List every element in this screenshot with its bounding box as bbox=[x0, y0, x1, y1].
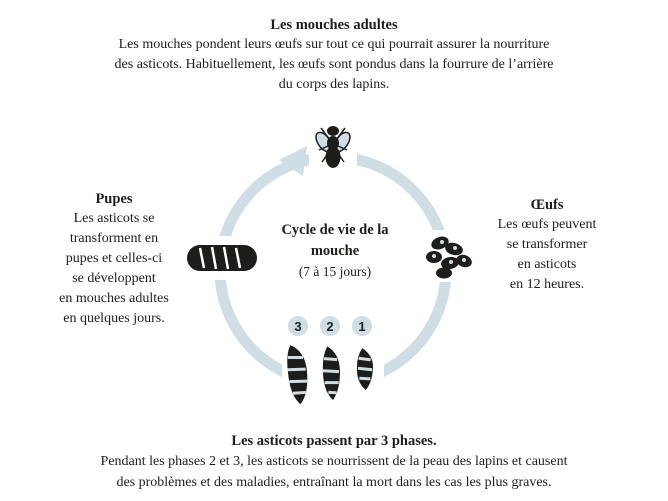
pupae-title: Pupes bbox=[95, 191, 133, 207]
pupae-section: Pupes Les asticots se transforment en pu… bbox=[24, 190, 204, 329]
pupae-text: Les asticots se transforment en pupes et… bbox=[24, 209, 204, 329]
eggs-text: Les œufs peuvent se transformer en astic… bbox=[462, 215, 632, 295]
eggs-line: en 12 heures. bbox=[509, 277, 585, 292]
phase-badge-2: 2 bbox=[320, 316, 340, 336]
phase-badge-label: 1 bbox=[358, 319, 365, 334]
cycle-center-label: Cycle de vie de la mouche (7 à 15 jours) bbox=[260, 220, 410, 282]
adult-flies-line: des asticots. Habituellement, les œufs s… bbox=[114, 57, 554, 72]
pupae-line: transforment en bbox=[69, 231, 159, 246]
pupa-icon bbox=[187, 245, 257, 271]
adult-flies-line: du corps des lapins. bbox=[278, 77, 390, 92]
phase-badges: 3 2 1 bbox=[288, 316, 372, 336]
eggs-title: Œufs bbox=[530, 197, 564, 213]
larva-icon bbox=[322, 346, 340, 401]
eggs-icon bbox=[426, 236, 472, 279]
cycle-title-line: Cycle de vie de la bbox=[281, 222, 389, 238]
phase-badge-1: 1 bbox=[352, 316, 372, 336]
eggs-line: en asticots bbox=[517, 257, 577, 272]
adult-flies-section: Les mouches adultes Les mouches pondent … bbox=[40, 16, 628, 95]
phase-badge-label: 3 bbox=[294, 319, 301, 334]
larvae-line: Pendant les phases 2 et 3, les asticots … bbox=[100, 454, 568, 469]
adult-flies-title: Les mouches adultes bbox=[270, 17, 398, 33]
phase-badge-3: 3 bbox=[288, 316, 308, 336]
adult-flies-line: Les mouches pondent leurs œufs sur tout … bbox=[118, 37, 550, 52]
cycle-arrow bbox=[279, 146, 307, 176]
eggs-section: Œufs Les œufs peuvent se transformer en … bbox=[462, 196, 632, 295]
larva-icon bbox=[356, 348, 373, 391]
pupae-line: se développent bbox=[72, 271, 156, 286]
cycle-title: Cycle de vie de la mouche bbox=[260, 220, 410, 262]
fly-icon bbox=[315, 126, 351, 168]
pupae-line: Les asticots se bbox=[73, 211, 155, 226]
adult-flies-text: Les mouches pondent leurs œufs sur tout … bbox=[40, 35, 628, 95]
pupae-line: en quelques jours. bbox=[63, 311, 165, 326]
eggs-line: Les œufs peuvent bbox=[497, 217, 597, 232]
larvae-text: Pendant les phases 2 et 3, les asticots … bbox=[30, 451, 638, 493]
larva-icon bbox=[287, 345, 308, 405]
pupae-line: en mouches adultes bbox=[59, 291, 169, 306]
eggs-line: se transformer bbox=[506, 237, 588, 252]
phase-badge-label: 2 bbox=[326, 319, 333, 334]
larvae-section: Les asticots passent par 3 phases. Penda… bbox=[30, 432, 638, 493]
larvae-line: des problèmes et des maladies, entraînan… bbox=[116, 475, 552, 490]
larvae-title: Les asticots passent par 3 phases. bbox=[231, 433, 437, 449]
cycle-title-line: mouche bbox=[310, 243, 360, 259]
cycle-duration: (7 à 15 jours) bbox=[298, 264, 372, 279]
pupae-line: pupes et celles-ci bbox=[65, 251, 163, 266]
